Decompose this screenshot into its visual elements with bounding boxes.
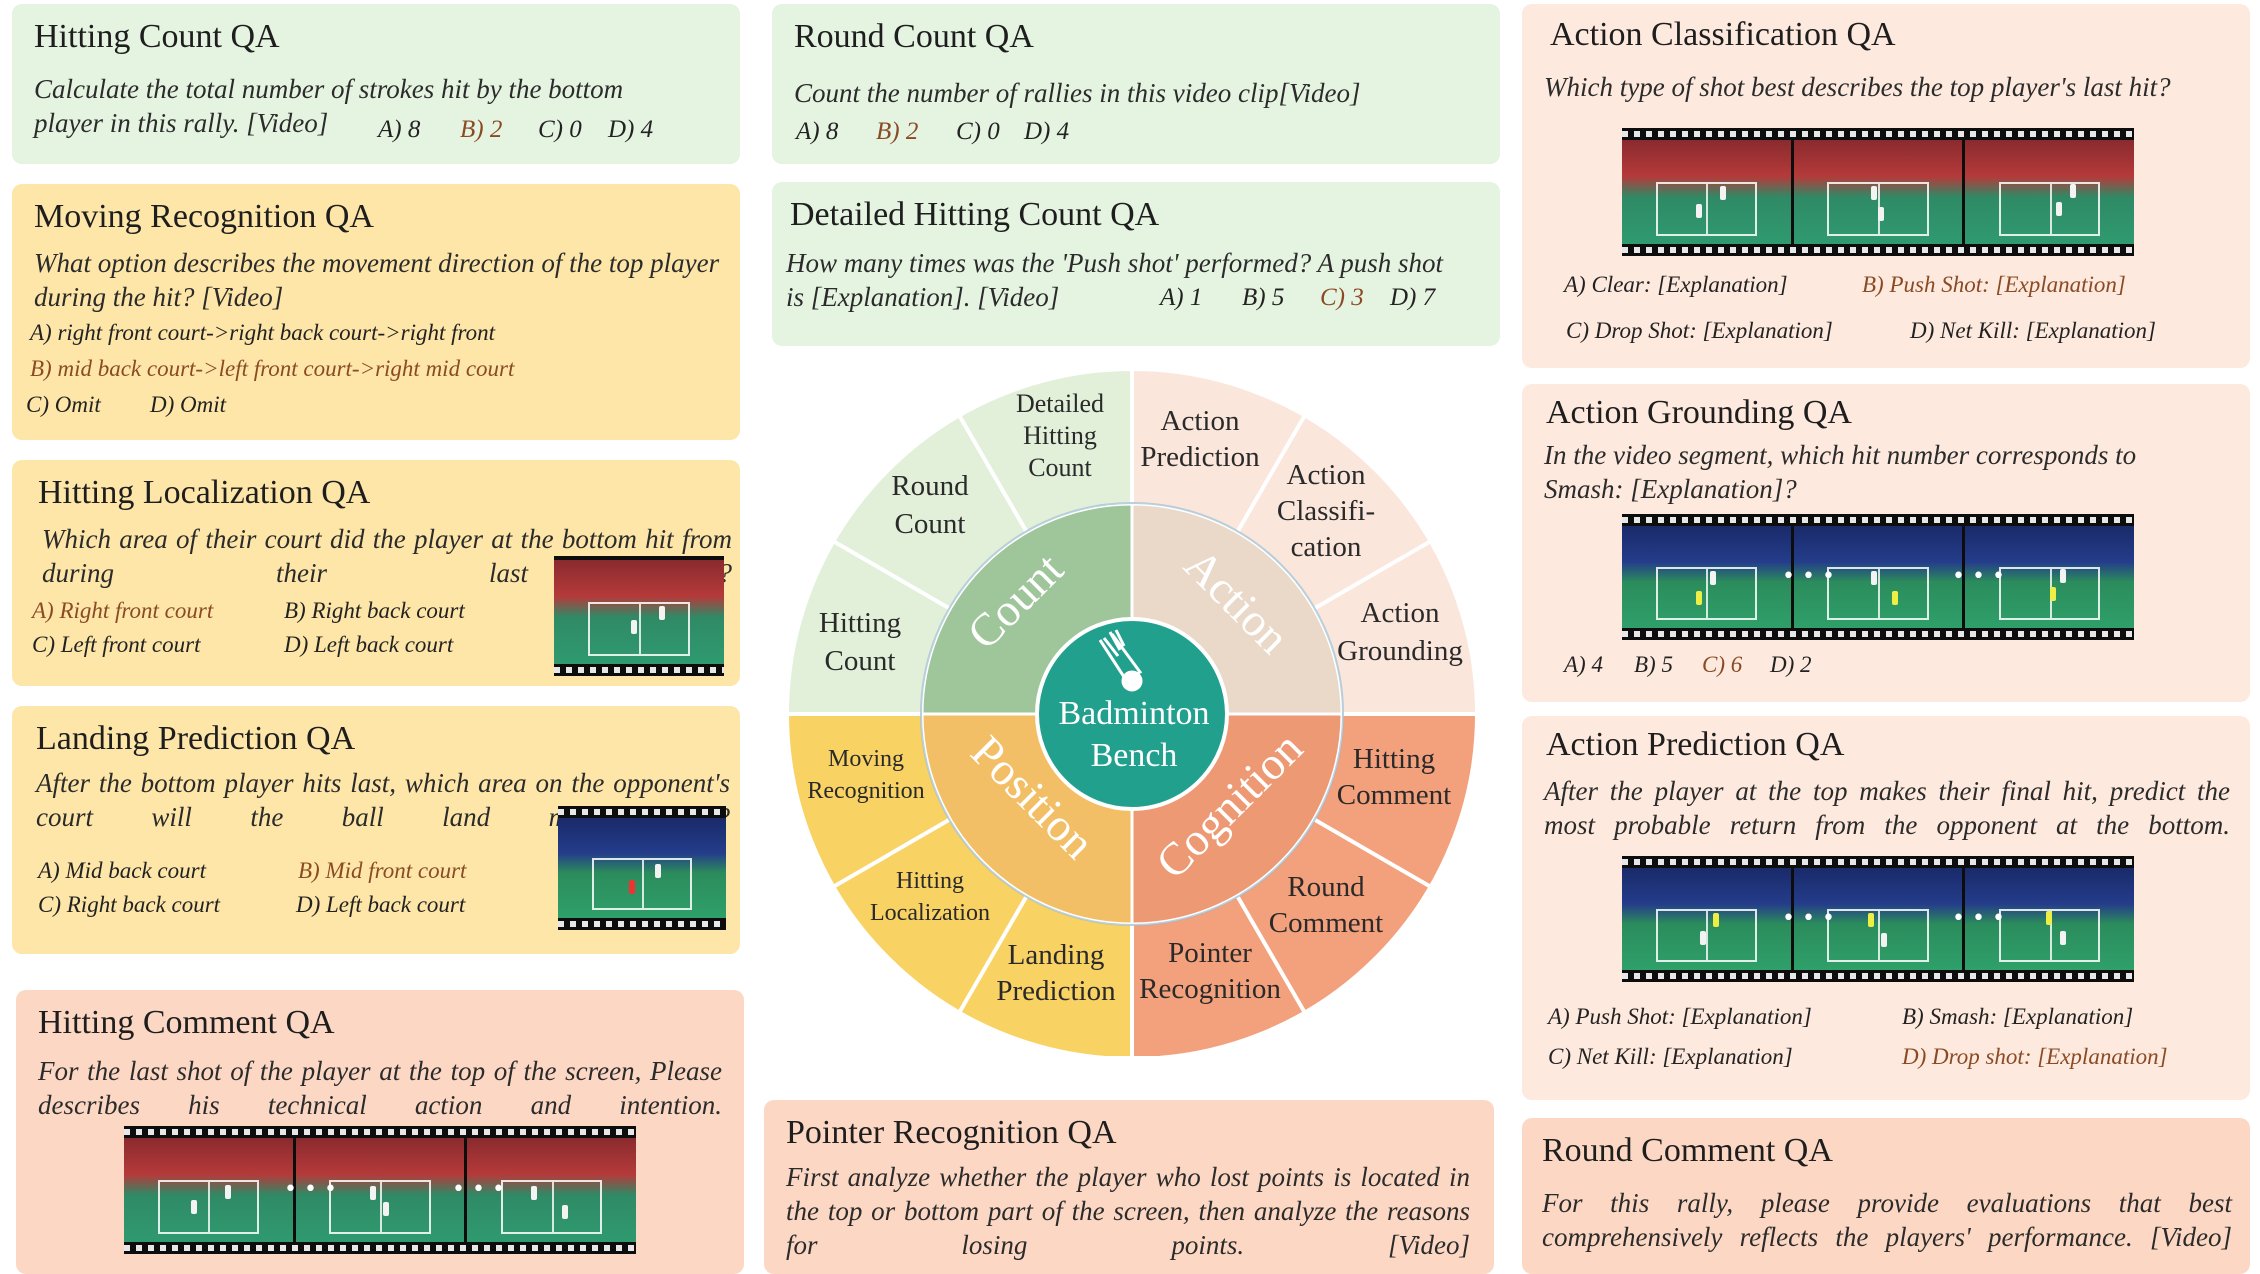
card-title: Pointer Recognition QA xyxy=(786,1114,1117,1151)
video-thumbnail xyxy=(554,556,724,676)
question-text: is [Explanation]. [Video] xyxy=(786,282,1060,312)
option-b: B) 5 xyxy=(1634,652,1673,677)
option-a: A) Push Shot: [Explanation] xyxy=(1548,1004,1812,1029)
option-d: D) Net Kill: [Explanation] xyxy=(1910,318,2156,343)
shuttlecock-icon xyxy=(1098,629,1143,692)
option-d: D) Omit xyxy=(150,392,227,417)
option-c: C) Right back court xyxy=(38,892,221,917)
option-d: D) 2 xyxy=(1770,652,1812,677)
action-prediction-card: Action Prediction QA After the player at… xyxy=(1522,716,2250,1100)
hitting-localization-card: Hitting Localization QA Which area of th… xyxy=(12,460,740,686)
option-b: B) Push Shot: [Explanation] xyxy=(1862,272,2126,297)
round-comment-card: Round Comment QA For this rally, please … xyxy=(1522,1118,2250,1274)
option-b: B) Smash: [Explanation] xyxy=(1902,1004,2134,1029)
card-title: Detailed Hitting Count QA xyxy=(790,196,1160,233)
option-a: A) 4 xyxy=(1564,652,1603,677)
question-text: Count the number of rallies in this vide… xyxy=(794,78,1361,108)
center-hub xyxy=(1035,617,1229,811)
question-text: After the player at the top makes their … xyxy=(1544,776,2230,840)
center-label-line1: Badminton xyxy=(1058,695,1209,732)
option-d: D) 4 xyxy=(608,116,654,143)
option-c: C) Drop Shot: [Explanation] xyxy=(1566,318,1833,343)
option-b: B) mid back court->left front court->rig… xyxy=(30,356,515,381)
card-title: Action Classification QA xyxy=(1550,16,1896,53)
option-d: D) Left back court xyxy=(284,632,454,657)
moving-recognition-card: Moving Recognition QA What option descri… xyxy=(12,184,740,440)
card-title: Round Count QA xyxy=(794,18,1034,55)
action-grounding-card: Action Grounding QA In the video segment… xyxy=(1522,384,2250,702)
detailed-hitting-count-card: Detailed Hitting Count QA How many times… xyxy=(772,182,1500,346)
question-text: In the video segment, which hit number c… xyxy=(1544,440,2137,504)
card-title: Action Grounding QA xyxy=(1546,394,1852,431)
card-title: Hitting Count QA xyxy=(34,18,280,55)
option-b: B) 2 xyxy=(876,118,919,145)
option-c: C) Net Kill: [Explanation] xyxy=(1548,1044,1793,1069)
option-c: C) Left front court xyxy=(32,632,201,657)
round-count-card: Round Count QA Count the number of ralli… xyxy=(772,4,1500,164)
video-strip xyxy=(1622,128,2135,256)
question-text: First analyze whether the player who los… xyxy=(786,1162,1470,1260)
question-text: For the last shot of the player at the t… xyxy=(38,1056,722,1120)
card-title: Action Prediction QA xyxy=(1546,726,1845,763)
card-title: Landing Prediction QA xyxy=(36,720,356,757)
card-title: Round Comment QA xyxy=(1542,1132,1833,1169)
card-title: Moving Recognition QA xyxy=(34,198,374,235)
question-text: What option describes the movement direc… xyxy=(34,248,720,312)
question-text: Calculate the total number of strokes hi… xyxy=(34,74,624,104)
option-a: A) 8 xyxy=(378,116,421,143)
option-b: B) Right back court xyxy=(284,598,465,623)
option-c: C) 0 xyxy=(538,116,582,143)
action-classification-card: Action Classification QA Which type of s… xyxy=(1522,4,2250,368)
option-d: D) 4 xyxy=(1024,118,1070,145)
video-thumbnail xyxy=(558,806,726,930)
option-a: A) Right front court xyxy=(32,598,214,623)
option-b: B) Mid front court xyxy=(298,858,467,883)
badminton-bench-wheel: Badminton Bench Count Action Position Co… xyxy=(784,366,1480,1056)
card-title: Hitting Localization QA xyxy=(38,474,371,511)
video-strip: • • • • • • xyxy=(1622,514,2135,640)
option-a: A) right front court->right back court->… xyxy=(30,320,496,345)
option-a: A) 1 xyxy=(1160,284,1203,311)
video-strip: • • • • • • xyxy=(124,1126,637,1254)
center-label-line2: Bench xyxy=(1091,737,1178,774)
pointer-recognition-card: Pointer Recognition QA First analyze whe… xyxy=(764,1100,1494,1274)
option-d: D) Drop shot: [Explanation] xyxy=(1902,1044,2168,1069)
question-text: For this rally, please provide evaluatio… xyxy=(1542,1188,2232,1252)
question-text: Which type of shot best describes the to… xyxy=(1544,72,2171,102)
question-text: How many times was the 'Push shot' perfo… xyxy=(786,248,1444,278)
option-d: D) 7 xyxy=(1390,284,1436,311)
hitting-comment-card: Hitting Comment QA For the last shot of … xyxy=(16,990,744,1274)
question-text: player in this rally. [Video] xyxy=(34,108,329,138)
option-c: C) 3 xyxy=(1320,284,1364,311)
card-title: Hitting Comment QA xyxy=(38,1004,335,1041)
option-c: C) 0 xyxy=(956,118,1000,145)
option-c: C) 6 xyxy=(1702,652,1743,677)
option-a: A) Mid back court xyxy=(38,858,206,883)
landing-prediction-card: Landing Prediction QA After the bottom p… xyxy=(12,706,740,954)
option-a: A) 8 xyxy=(796,118,839,145)
option-d: D) Left back court xyxy=(296,892,466,917)
video-strip: • • • • • • xyxy=(1622,856,2135,982)
option-c: C) Omit xyxy=(26,392,101,417)
option-b: B) 2 xyxy=(460,116,503,143)
hitting-count-card: Hitting Count QA Calculate the total num… xyxy=(12,4,740,164)
option-b: B) 5 xyxy=(1242,284,1285,311)
option-a: A) Clear: [Explanation] xyxy=(1564,272,1788,297)
